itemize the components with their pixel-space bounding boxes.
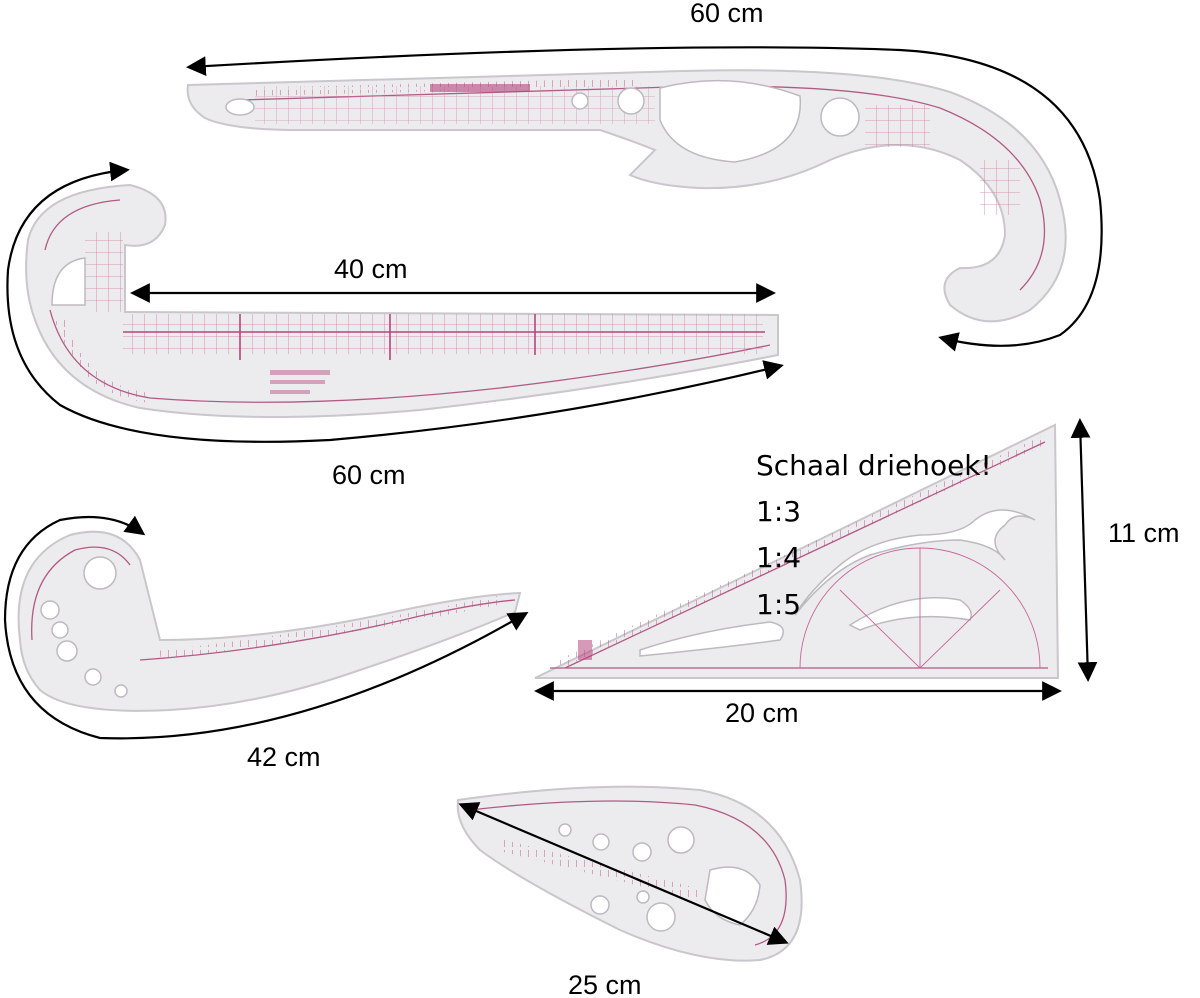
french-curve-ruler <box>17 530 522 712</box>
label-l-ruler-width: 40 cm <box>334 254 408 284</box>
scale-1-3: 1:3 <box>756 495 802 529</box>
label-triangle-base: 20 cm <box>725 698 799 728</box>
arrow-french-curve <box>3 515 529 740</box>
scale-note: Schaal driehoek! 1:3 1:4 1:5 <box>756 443 992 628</box>
scale-note-title: Schaal driehoek! <box>756 449 992 482</box>
teardrop-ruler <box>456 785 803 962</box>
hip-curve-ruler <box>186 69 1067 323</box>
label-triangle-height: 11 cm <box>1108 518 1180 548</box>
dimension-arrows <box>3 46 1103 945</box>
label-french-curve-length: 42 cm <box>247 742 321 772</box>
scale-1-5: 1:5 <box>756 587 802 621</box>
arrow-l-ruler-length <box>6 161 784 443</box>
scale-1-4: 1:4 <box>756 541 802 575</box>
arrow-triangle-height <box>1070 418 1098 682</box>
arrow-top-curve <box>186 46 1103 352</box>
arrow-teardrop <box>458 802 789 945</box>
label-l-ruler-length: 60 cm <box>332 460 406 490</box>
scale-triangle-ruler <box>534 423 1060 679</box>
l-square-ruler <box>25 183 779 419</box>
label-top-curve-length: 60 cm <box>690 0 764 28</box>
label-teardrop-length: 25 cm <box>568 970 642 998</box>
